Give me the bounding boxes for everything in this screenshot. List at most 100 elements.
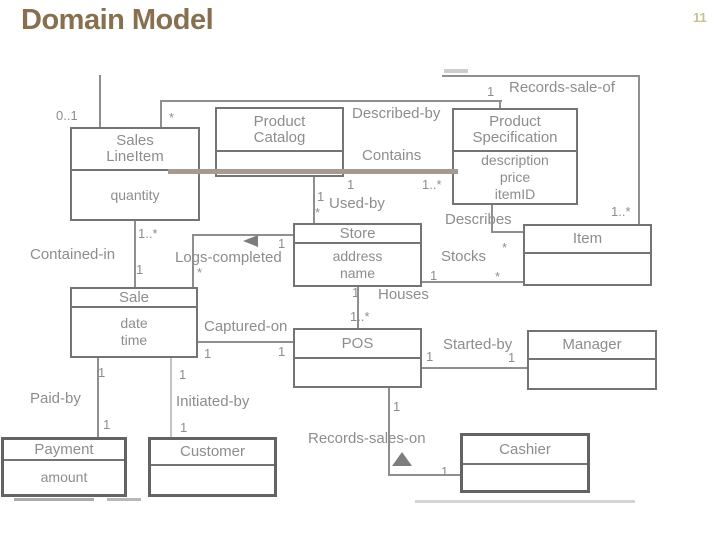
class-payment: Payment amount [1,437,127,497]
association-line-houses [357,287,359,328]
multiplicity-label: 1 [430,268,438,283]
association-line-logs-completed [192,234,293,236]
scan-artifact [107,498,141,501]
class-name: Store [295,225,420,244]
association-line-described-by [160,100,502,102]
association-line-described-by [499,100,501,109]
class-name: POS [295,330,420,359]
class-pos: POS [293,328,422,388]
multiplicity-label: 1 [393,399,401,414]
multiplicity-label: 1 [98,365,106,380]
association-line-describes [491,205,493,233]
multiplicity-label: * [495,269,501,284]
association-label-contained-in: Contained-in [30,246,116,263]
association-label-contains: Contains [362,147,422,164]
class-name: Sales LineItem [72,129,198,171]
association-line-used-by [313,177,315,223]
class-sales-lineitem: Sales LineItem quantity [70,127,200,221]
scan-artifact [415,500,635,503]
association-line-initiated-by [170,357,172,437]
class-name: Payment [4,440,124,461]
class-attributes: date time [120,315,148,348]
association-line-records-sale-of [638,75,640,225]
association-label-paid-by: Paid-by [30,390,81,407]
association-label-houses: Houses [378,286,429,303]
multiplicity-label: 1 [487,84,495,99]
association-label-records-sale-of: Records-sale-of [509,79,615,96]
multiplicity-label: 1..* [350,309,370,324]
multiplicity-label: 1 [278,236,286,251]
slide-title: Domain Model [21,4,214,36]
association-label-records-sales-on: Records-sales-on [308,430,426,447]
highlight-stripe [168,169,458,174]
class-name: Manager [529,332,655,360]
multiplicity-label: * [169,110,175,125]
class-product-catalog: Product Catalog [215,107,344,177]
association-label-describes: Describes [445,211,512,228]
association-label-captured-on: Captured-on [204,318,288,335]
association-line-describes [491,231,523,233]
multiplicity-label: 1 [278,344,286,359]
multiplicity-label: 1 [508,350,516,365]
class-attributes [529,360,655,388]
class-sale: Sale date time [70,287,198,358]
multiplicity-label: 1..* [422,177,442,192]
class-customer: Customer [148,437,277,497]
class-name: Product Specification [454,110,576,152]
class-attributes [151,466,274,494]
multiplicity-label: 1 [179,367,187,382]
multiplicity-label: * [315,205,321,220]
multiplicity-label: 1 [352,285,360,300]
multiplicity-label: 1 [347,177,355,192]
association-line-records-sales-on [388,474,460,476]
reading-direction-arrow-left-icon [243,235,258,247]
association-line-contained-in [134,221,136,287]
class-attributes: description price itemID [481,152,549,202]
class-attributes [295,359,420,386]
class-cashier: Cashier [460,433,590,493]
class-name: Product Catalog [217,109,342,152]
class-name: Item [525,226,650,254]
multiplicity-label: 0..1 [56,108,78,123]
association-line-started-by [422,367,527,369]
class-attributes: quantity [110,186,160,203]
scan-artifact [444,69,468,73]
association-line-logs-completed [192,234,194,287]
association-label-stocks: Stocks [441,248,487,265]
class-name: Customer [151,440,274,466]
multiplicity-label: * [502,240,508,255]
class-attributes [463,465,587,490]
class-item: Item [523,224,652,286]
association-line-stocks [422,281,523,283]
multiplicity-label: 1 [317,189,325,204]
multiplicity-label: 1..* [138,226,158,241]
class-product-specification: Product Specification description price … [452,108,578,205]
association-line-records-sale-of [442,75,640,77]
class-attributes: address name [332,247,383,281]
class-attributes [525,254,650,284]
multiplicity-label: * [197,265,203,280]
class-name: Cashier [463,436,587,465]
association-label-logs-completed: Logs-completed [175,249,282,266]
association-line-paid-by [97,358,99,437]
class-attributes: amount [40,469,88,485]
reading-direction-arrow-up-icon [392,452,412,466]
multiplicity-label: 1 [180,420,188,435]
class-store: Store address name [293,223,422,287]
association-line-captured-on [198,341,293,343]
multiplicity-label: 1 [103,417,111,432]
multiplicity-label: 1 [441,464,449,479]
page-number: 11 [693,10,707,25]
association-label-started-by: Started-by [443,336,513,353]
association-label-initiated-by: Initiated-by [176,393,250,410]
scan-artifact [14,498,94,501]
class-manager: Manager [527,330,657,390]
multiplicity-label: 1 [426,349,434,364]
multiplicity-label: 1 [204,346,212,361]
association-label-described-by: Described-by [352,105,441,122]
multiplicity-label: 1 [136,262,144,277]
association-line-described-by [160,100,162,127]
association-line-records-sales-on [388,388,390,476]
association-label-used-by: Used-by [329,195,385,212]
